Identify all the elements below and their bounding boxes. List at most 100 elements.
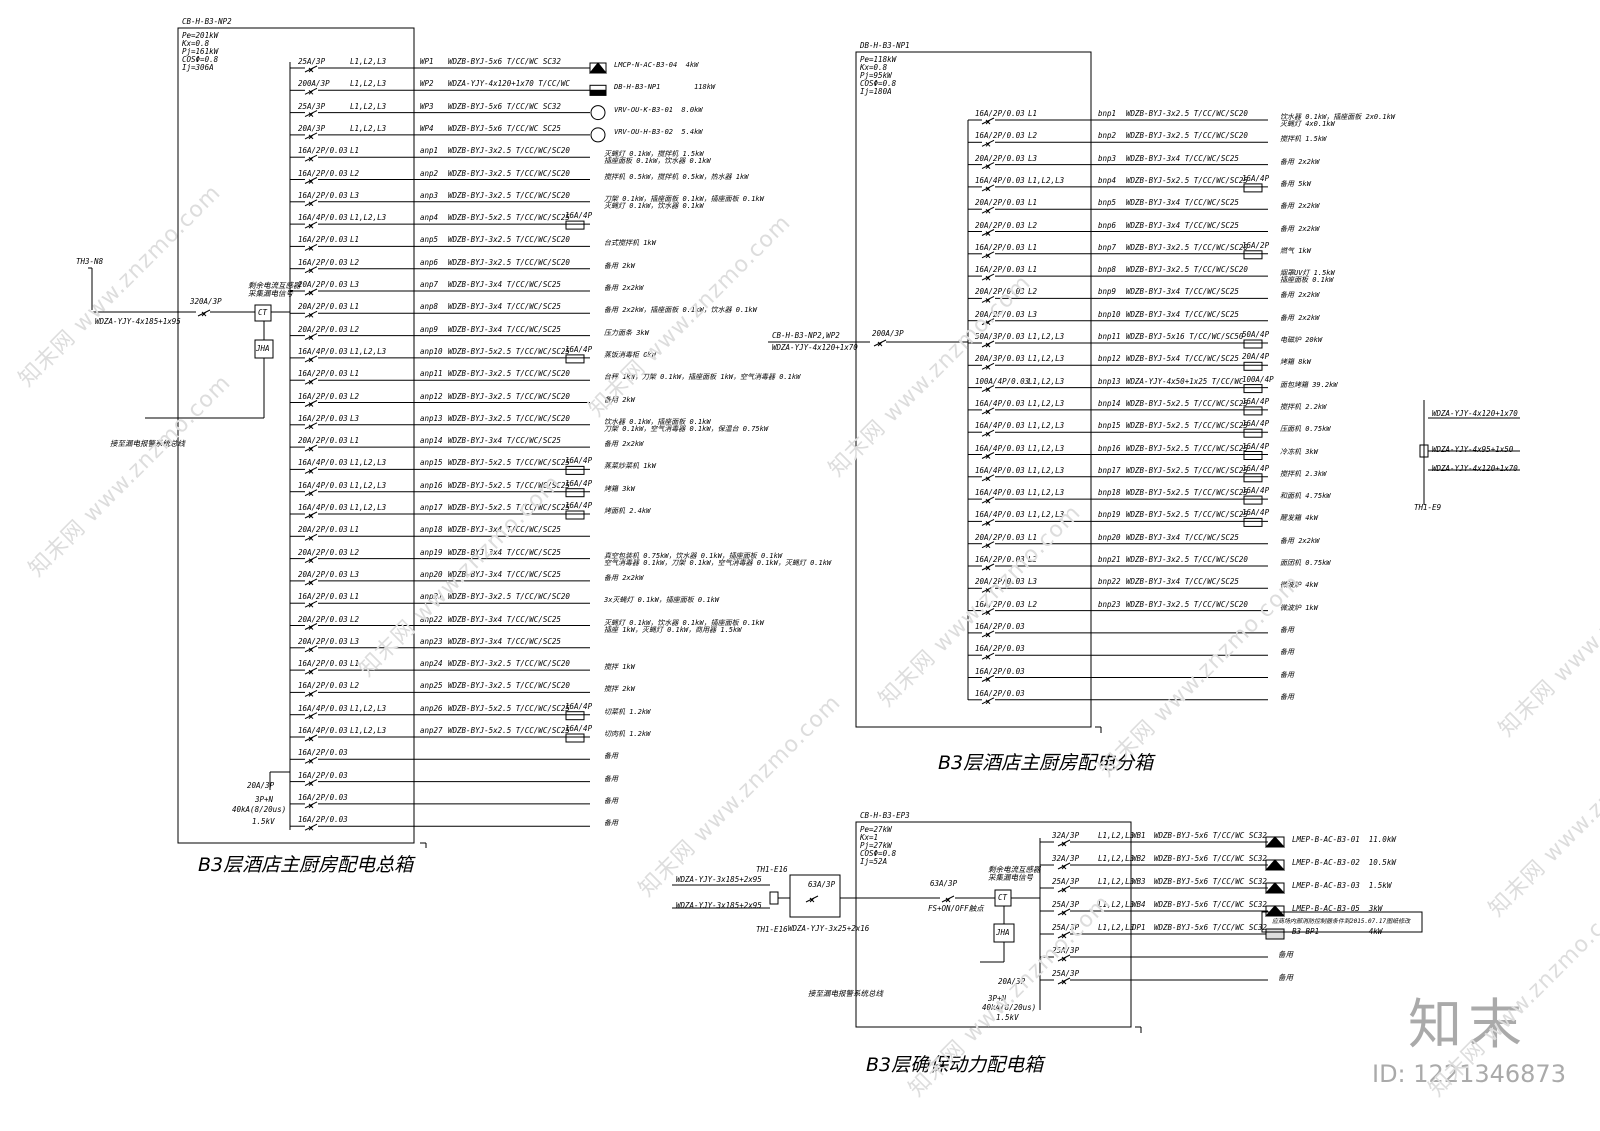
- panel1-circuit-cable: WDZB-BYJ-3x4 T/CC/WC/SC25: [448, 324, 561, 334]
- panel1-circuit-cable: WDZB-BYJ-5x2.5 T/CC/WC/SC25: [448, 726, 570, 735]
- panel2-circuit-id: bnp20: [1098, 532, 1121, 542]
- panel1-circuit-cable: WDZA-YJY-4x120+1x70 T/CC/WC: [448, 79, 570, 89]
- panel1-breaker: [304, 779, 318, 787]
- panel1-breaker: [304, 199, 318, 207]
- panel2-circuit-load: 备用 2x2kW: [1280, 202, 1320, 211]
- panel3-breaker-x: [1061, 979, 1067, 985]
- panel1-circuit-phase: L1,L2,L3: [350, 480, 387, 490]
- panel1-breaker-x: [308, 580, 314, 586]
- panel2-circuit-phase: L3: [1028, 577, 1038, 587]
- panel1-circuit-cable: WDZB-BYJ-5x6 T/CC/WC SC32: [448, 57, 561, 66]
- panel2-breaker-x: [985, 119, 991, 125]
- panel1-breaker: [304, 623, 318, 630]
- panel2-circuit-cable: WDZB-BYJ-5x2.5 T/CC/WC/SC25: [1126, 488, 1248, 498]
- panel2-circuit-breaker: 20A/2P/0.03: [975, 532, 1025, 542]
- panel3-circuit-cable: WDZB-BYJ-5x6 T/CC/WC SC32: [1154, 900, 1267, 909]
- panel3-junction: [769, 891, 779, 905]
- panel1-circuit-breaker: 16A/2P/0.03: [298, 748, 348, 758]
- panel1-breaker: [304, 221, 318, 229]
- panel2-circuit-load: 面团机 0.75kW: [1280, 559, 1331, 567]
- panel1-circuit-phase: L2: [350, 168, 360, 178]
- panel1-breaker-x: [308, 491, 314, 497]
- panel1-breaker: [304, 400, 318, 407]
- panel2-circuit-breaker: 20A/2P/0.03: [975, 309, 1025, 319]
- panel1-breaker-x: [308, 402, 314, 407]
- panel3-circuit-load: B3-BP1 4kW: [1292, 927, 1383, 936]
- panel2-circuit-breaker: 16A/2P/0.03: [975, 131, 1025, 141]
- panel2-circuit-cable: WDZB-BYJ-3x4 T/CC/WC/SC25: [1126, 153, 1239, 163]
- panel1-circuit-id: anp14: [420, 436, 443, 446]
- panel1-circuit-id: WP4: [420, 123, 434, 133]
- panel1-circuit-cable: WDZB-BYJ-5x2.5 T/CC/WC/SC25: [448, 503, 570, 512]
- panel2-circuit-phase: L1,L2,L3: [1028, 465, 1065, 475]
- panel1-circuit-breaker: 16A/2P/0.03: [298, 257, 348, 267]
- panel2-circuit-breaker: 16A/2P/0.03: [975, 688, 1025, 698]
- panel3-circuit-breaker: 32A/3P: [1052, 854, 1080, 863]
- contactor-icon: [565, 733, 585, 743]
- panel2-circuit-phase: L3: [1028, 153, 1038, 163]
- panel1-circuit-id: anp11: [420, 369, 443, 379]
- panel1-breaker-x: [308, 335, 314, 340]
- contactor-icon: [565, 465, 585, 475]
- panel1-main-breaker-x: [201, 311, 207, 317]
- panel1-param: COSΦ=0.8: [182, 55, 219, 64]
- panel1-breaker-x: [308, 357, 314, 363]
- panel2-circuit-id: bnp15: [1098, 421, 1121, 431]
- panel1-circuit-id: anp17: [420, 503, 443, 512]
- panel2-main-breaker-x: [877, 341, 883, 347]
- panel1-circuit-breaker: 20A/3P: [298, 123, 326, 133]
- panel3-fs-label: FS+ON/OFF触点: [928, 904, 984, 913]
- contactor-icon: [1243, 517, 1263, 527]
- panel1-incoming-cable: WDZA-YJY-4x185+1x95: [95, 317, 181, 326]
- panel1-breaker-x: [308, 446, 314, 452]
- panel1-circuit-cable: WDZB-BYJ-5x2.5 T/CC/WC/SC25: [448, 458, 570, 468]
- panel2-circuit-breaker: 16A/4P/0.03: [975, 398, 1025, 408]
- panel1-circuit-breaker: 200A/3P: [298, 79, 330, 89]
- panel2-circuit-cable: WDZB-BYJ-3x4 T/CC/WC/SC25: [1126, 577, 1239, 587]
- panel2-breaker: [981, 117, 995, 125]
- panel2-circuit-breaker: 50A/3P/0.03: [975, 332, 1025, 341]
- panel3-breaker: [1057, 977, 1071, 985]
- panel3-source1: TH1-E16: [756, 865, 788, 874]
- panel1-main-breaker-label: 320A/3P: [190, 297, 222, 306]
- panel2-breaker-x: [985, 565, 991, 571]
- panel2-breaker: [981, 697, 995, 705]
- panel3-circuit-breaker: 25A/3P: [1052, 923, 1080, 932]
- panel2-circuit-load: 备用 2x2kW: [1280, 224, 1320, 233]
- panel1-circuit-id: anp2: [420, 168, 439, 178]
- panel1-circuit-id: WP2: [420, 79, 434, 89]
- panel2-circuit-phase: L3: [1028, 309, 1038, 319]
- panel1-breaker-x: [308, 201, 314, 207]
- panel1-main-breaker: [197, 309, 211, 317]
- panel1-circuit-breaker: 16A/2P/0.03: [298, 190, 348, 200]
- panel1-spd: 20A/3P: [247, 781, 275, 790]
- panel2-circuit-phase: L1,L2,L3: [1028, 421, 1065, 431]
- panel2-circuit-id: bnp13: [1098, 376, 1121, 386]
- panel1-circuit-breaker: 20A/2P/0.03: [298, 569, 348, 579]
- panel1-circuit-load: 备用 2x2kW: [604, 440, 644, 449]
- panel2-circuit-load: 备用 2x2kW: [1280, 536, 1320, 545]
- panel1-circuit-breaker: 16A/4P/0.03: [298, 213, 348, 223]
- panel1-circuit-cable: WDZB-BYJ-3x2.5 T/CC/WC/SC20: [448, 190, 570, 200]
- panel1-circuit-breaker: 16A/4P/0.03: [298, 726, 348, 735]
- panel2-contactor: 16A/4P: [1242, 486, 1270, 496]
- panel3-breaker-x: [1061, 956, 1067, 962]
- panel2-circuit-cable: WDZB-BYJ-3x4 T/CC/WC/SC25: [1126, 287, 1239, 297]
- panel1-title: B3层酒店主厨房配电总箱: [198, 854, 414, 876]
- panel2-circuit-id: bnp2: [1098, 131, 1117, 141]
- panel3-breaker: [1057, 862, 1071, 870]
- panel3-circuit-breaker: 25A/3P: [1052, 877, 1080, 886]
- panel1-circuit-breaker: 20A/2P/0.03: [298, 525, 348, 535]
- panel1-breaker: [304, 689, 318, 697]
- panel2-circuit-load: 备用: [1280, 670, 1294, 679]
- panel3-circuit-id: WB3: [1132, 877, 1146, 886]
- panel2-circuit-breaker: 20A/2P/0.03: [975, 577, 1025, 587]
- panel1-circuit-load: 灭蝇灯 0.1kW，饮水器 0.1kW，插座面板 0.1kW 插座 1kW，灭蝇…: [604, 618, 764, 634]
- panel1-circuit-breaker: 25A/3P: [298, 101, 326, 111]
- panel1-circuit-phase: L1: [350, 525, 360, 535]
- panel2-circuit-load: 搅拌机 2.3kW: [1280, 469, 1327, 478]
- panel2-breaker: [981, 184, 995, 192]
- panel3-param: COSΦ=0.8: [860, 849, 897, 858]
- contactor-icon: [1243, 250, 1263, 260]
- panel1-circuit-load: 搅拌 1kW: [604, 663, 635, 672]
